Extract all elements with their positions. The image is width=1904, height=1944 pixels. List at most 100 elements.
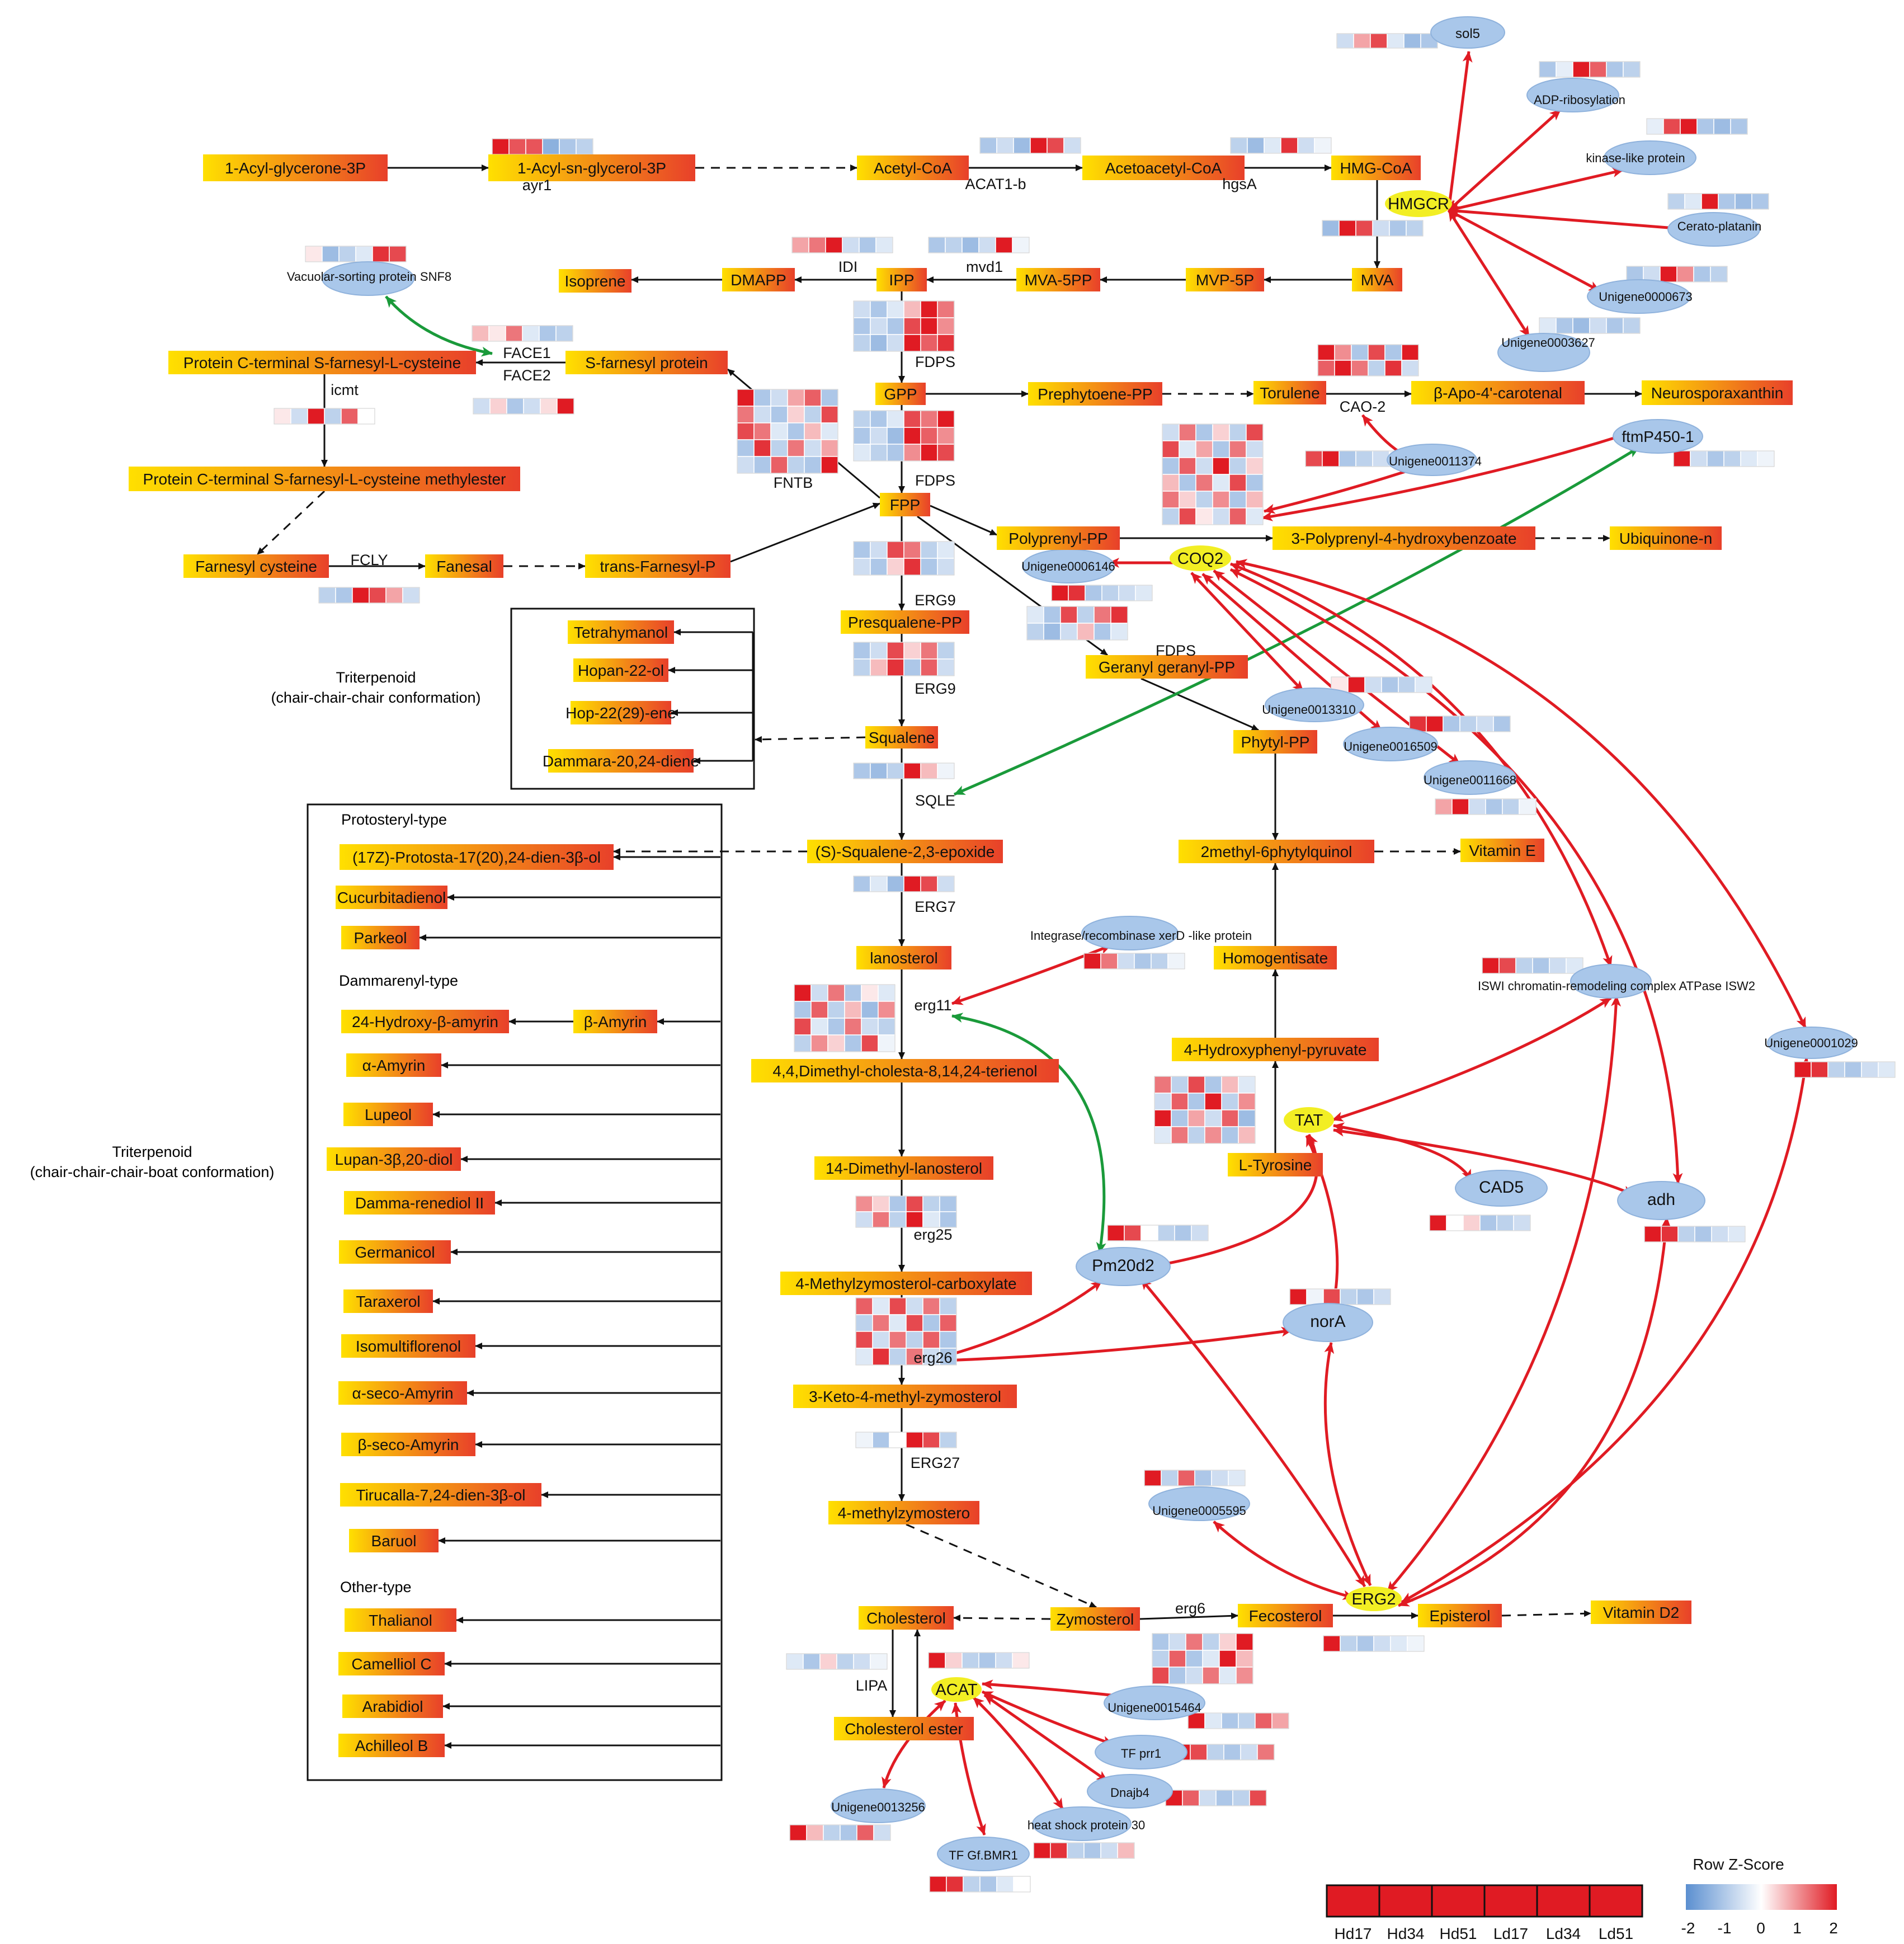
heatmap-cell xyxy=(1878,1061,1896,1078)
dashed-reaction-arrow xyxy=(953,1614,1051,1622)
heatmap-cell xyxy=(1482,957,1500,974)
heatmap-cell xyxy=(1238,1126,1256,1144)
heatmap-cell xyxy=(861,1018,879,1035)
heatmap-cell xyxy=(1212,507,1230,525)
metabolite-label: 2methyl-6phytylquinol xyxy=(1201,843,1352,860)
heatmap-cell xyxy=(853,762,871,779)
heatmap-cell xyxy=(1101,585,1119,601)
metabolite-node: β-Apo-4'-carotenal xyxy=(1411,381,1585,404)
heatmap xyxy=(1230,137,1332,154)
metabolite-label: Presqualene-PP xyxy=(848,614,962,631)
metabolite-node: lanosterol xyxy=(856,946,951,969)
heatmap-cell xyxy=(1162,440,1180,458)
heatmap-cell xyxy=(1314,137,1332,154)
heatmap xyxy=(1152,1633,1253,1684)
heatmap-cell xyxy=(903,642,921,660)
heatmap-cell xyxy=(1426,716,1444,732)
metabolite-label: Phytyl-PP xyxy=(1241,733,1310,751)
enzyme-label: ERG9 xyxy=(915,592,956,609)
gene-label: Unigene0001029 xyxy=(1764,1036,1858,1050)
metabolite-label: 1-Acyl-sn-glycerol-3P xyxy=(517,159,666,177)
interaction-arrow-red xyxy=(1447,209,1531,338)
highlight-enzyme: ACAT xyxy=(931,1677,982,1702)
interaction-arrow-red xyxy=(1401,1057,1811,1604)
gene-label: Unigene0013310 xyxy=(1262,703,1356,717)
heatmap-cell xyxy=(1240,1744,1258,1761)
metabolite-node: Episterol xyxy=(1418,1604,1502,1627)
heatmap-cell xyxy=(770,456,788,474)
heatmap-cell xyxy=(978,237,996,253)
heatmap xyxy=(1794,1061,1896,1078)
heatmap-cell xyxy=(274,408,291,425)
heatmap-cell xyxy=(1589,317,1607,334)
heatmap-cell xyxy=(1246,423,1264,441)
gene-node: Unigene0001029 xyxy=(1764,1027,1858,1059)
metabolite-label: 4-Methylzymosterol-carboxylate xyxy=(795,1275,1016,1292)
heatmap-cell xyxy=(962,237,979,253)
gene-node: TF Gf.BMR1 xyxy=(937,1837,1030,1871)
heatmap-cell xyxy=(1246,507,1264,525)
heatmap-cell xyxy=(1117,953,1135,969)
heatmap-cell xyxy=(878,1034,896,1052)
gene-label: Unigene0013256 xyxy=(831,1800,925,1814)
enzyme-label: FDPS xyxy=(915,354,955,370)
heatmap-cell xyxy=(903,427,921,445)
sample-label: Hd51 xyxy=(1440,1925,1477,1942)
heatmap xyxy=(1435,798,1537,815)
heatmap-cell xyxy=(996,1876,1014,1893)
heatmap-cell xyxy=(1013,137,1031,154)
heatmap-cell xyxy=(873,1824,891,1841)
metabolite-node: 4-Methylzymosterol-carboxylate xyxy=(780,1272,1032,1295)
metabolite-label: 4-methylzymostero xyxy=(838,1504,970,1522)
heatmap-cell xyxy=(1401,344,1419,361)
heatmap-cell xyxy=(937,762,955,779)
metabolite-label: trans-Farnesyl-P xyxy=(600,558,716,575)
heatmap xyxy=(786,1653,888,1670)
heatmap-cell xyxy=(1661,1226,1679,1242)
metabolite-label: Germanicol xyxy=(355,1244,435,1261)
metabolite-label: Fecosterol xyxy=(1249,1607,1322,1625)
sample-label: Ld51 xyxy=(1599,1925,1633,1942)
zscore-tick: -1 xyxy=(1718,1919,1732,1937)
heatmap-cell xyxy=(1161,1470,1179,1486)
heatmap-cell xyxy=(1221,1076,1239,1094)
heatmap-cell xyxy=(1556,61,1573,78)
heatmap xyxy=(853,300,955,352)
metabolite-node: 3-Keto-4-methyl-zymosterol xyxy=(793,1385,1017,1408)
heatmap-cell xyxy=(808,237,826,253)
heatmap-cell xyxy=(903,334,921,352)
heatmap-cell xyxy=(804,406,822,423)
heatmap-cell xyxy=(887,300,904,318)
reaction-arrow xyxy=(730,502,880,563)
heatmap xyxy=(1107,1225,1209,1241)
heatmap-cell xyxy=(1757,450,1775,467)
heatmap xyxy=(1033,1842,1135,1859)
metabolite-label: Tirucalla-7,24-dien-3β-ol xyxy=(356,1486,526,1504)
heatmap-cell xyxy=(559,138,577,155)
heatmap-cell xyxy=(1179,507,1196,525)
heatmap-cell xyxy=(1398,676,1416,693)
heatmap-cell xyxy=(1013,1876,1031,1893)
heatmap-cell xyxy=(472,325,489,342)
heatmap-cell xyxy=(1187,1076,1205,1094)
heatmap-cell xyxy=(1185,1667,1203,1684)
metabolite-node: 4-Hydroxyphenyl-pyruvate xyxy=(1172,1038,1379,1061)
heatmap-cell xyxy=(875,237,893,253)
metabolite-label: Achilleol B xyxy=(355,1737,428,1754)
heatmap-cell xyxy=(1026,623,1044,641)
heatmap-cell xyxy=(1339,220,1356,237)
heatmap-cell xyxy=(995,237,1013,253)
heatmap-cell xyxy=(1676,266,1694,283)
heatmap-cell xyxy=(389,246,407,262)
heatmap-cell xyxy=(1110,623,1128,641)
heatmap-cell xyxy=(352,587,370,604)
heatmap-cell xyxy=(488,325,506,342)
metabolite-label: L-Tyrosine xyxy=(1239,1156,1312,1174)
heatmap-cell xyxy=(372,246,390,262)
heatmap-cell xyxy=(878,984,896,1002)
heatmap-cell xyxy=(1221,1126,1239,1144)
highlight-enzyme-label: COQ2 xyxy=(1177,550,1223,568)
enzyme-label: icmt xyxy=(331,382,359,398)
heatmap-cell xyxy=(823,1824,841,1841)
